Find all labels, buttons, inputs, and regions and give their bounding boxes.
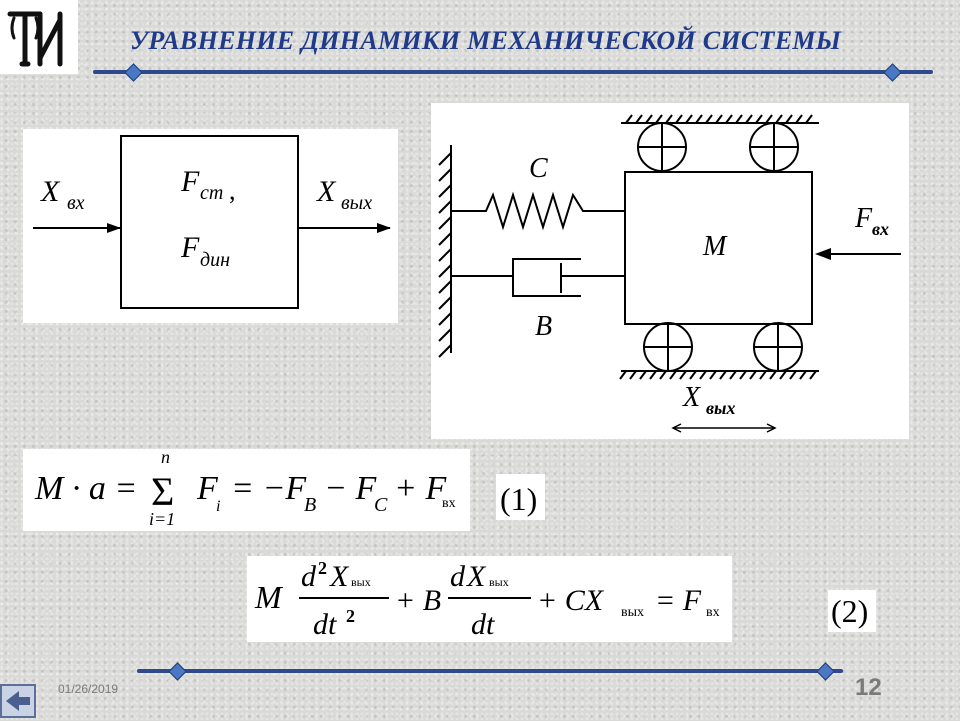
back-arrow-icon bbox=[6, 691, 30, 711]
eq2-d2: d bbox=[301, 560, 317, 593]
eq1-fi-sub: i bbox=[216, 498, 220, 515]
page-number: 12 bbox=[855, 674, 882, 701]
eq1-rhs-sub-3: вх bbox=[442, 496, 456, 511]
system-block bbox=[120, 135, 299, 309]
top-divider bbox=[93, 70, 933, 74]
bottom-divider bbox=[137, 669, 843, 673]
eq2-plus-cx: + CX bbox=[537, 584, 605, 617]
eq1-fi: F bbox=[196, 470, 219, 507]
damper-label: B bbox=[535, 311, 552, 342]
eq2-x-2: X bbox=[466, 560, 487, 593]
eq1-sum-upper: n bbox=[161, 449, 170, 467]
mechanical-system-diagram: C B M bbox=[431, 103, 909, 439]
eq2-x-sub-1: вых bbox=[351, 575, 371, 589]
eq2-x-1: X bbox=[329, 560, 350, 593]
slide-date: 01/26/2019 bbox=[58, 682, 119, 696]
slide-title: УРАВНЕНИЕ ДИНАМИКИ МЕХАНИЧЕСКОЙ СИСТЕМЫ bbox=[130, 26, 842, 55]
top-rail bbox=[621, 114, 819, 124]
input-label: X bbox=[40, 175, 61, 208]
output-arrowhead bbox=[377, 223, 391, 233]
mass-block bbox=[624, 171, 813, 325]
bottom-rail bbox=[619, 370, 819, 380]
eq2-m: M bbox=[254, 579, 284, 615]
eq1-sum-symbol: Σ bbox=[151, 469, 174, 514]
spring-label: C bbox=[529, 153, 548, 184]
mass-label: M bbox=[702, 231, 728, 262]
force-arrowhead bbox=[815, 248, 831, 260]
output-label: X bbox=[316, 175, 337, 208]
force-label-sub: вх bbox=[872, 219, 889, 239]
eq2-d: d bbox=[450, 560, 466, 593]
equation-2: M d 2 X вых dt 2 + B d X вых dt + CX вых… bbox=[247, 556, 732, 642]
static-force-comma: , bbox=[229, 176, 236, 205]
divider-diamond-left bbox=[124, 63, 143, 82]
output-label-sub: вых bbox=[341, 192, 372, 214]
eq2-dt-2: dt bbox=[471, 608, 495, 641]
wheel-bottom-left bbox=[643, 322, 693, 372]
input-arrowhead bbox=[107, 223, 121, 233]
back-button[interactable] bbox=[0, 684, 36, 718]
eq2-dt-1: dt bbox=[313, 608, 337, 641]
eq2-plus-b: + B bbox=[395, 584, 441, 617]
displacement-label-sub: вых bbox=[706, 398, 736, 418]
eq1-rhs-2: − F bbox=[324, 470, 377, 507]
eq2-x-sub-3: вых bbox=[621, 605, 644, 620]
logo bbox=[0, 0, 78, 74]
equation-1: M · a = Σ n i=1 F i = −F B − F C + F вх bbox=[23, 447, 470, 531]
wheel-top-right bbox=[749, 122, 799, 172]
eq2-f-sub: вх bbox=[706, 605, 720, 620]
eq1-rhs-3: + F bbox=[394, 470, 447, 507]
force-label: F bbox=[854, 203, 873, 234]
eq2-eq-f: = F bbox=[655, 584, 702, 617]
eq2-sq-1: 2 bbox=[318, 558, 327, 578]
bottom-diamond-right bbox=[816, 662, 835, 681]
eq2-x-sub-2: вых bbox=[489, 575, 509, 589]
ti-monogram-icon bbox=[7, 11, 63, 67]
wheel-bottom-right bbox=[753, 322, 803, 372]
eq1-rhs-1: = −F bbox=[231, 470, 307, 507]
bottom-diamond-left bbox=[168, 662, 187, 681]
dynamic-force-sub: дин bbox=[200, 249, 230, 271]
eq1-rhs-sub-2: C bbox=[374, 494, 388, 516]
eq1-sum-lower: i=1 bbox=[149, 509, 175, 529]
eq2-number: (2) bbox=[831, 593, 868, 629]
damper bbox=[451, 258, 625, 297]
static-force-label: F bbox=[180, 165, 200, 198]
spring bbox=[451, 191, 625, 231]
eq1-number: (1) bbox=[500, 481, 537, 517]
input-label-sub: вх bbox=[67, 192, 85, 214]
divider-diamond-right bbox=[883, 63, 902, 82]
equation-1-number: (1) bbox=[496, 474, 545, 520]
eq2-sq-2: 2 bbox=[346, 606, 355, 626]
wheel-top-left bbox=[637, 122, 687, 172]
eq1-lhs: M · a = bbox=[34, 470, 137, 507]
static-force-sub: ст bbox=[200, 182, 223, 204]
equation-2-number: (2) bbox=[828, 590, 876, 632]
dynamic-force-label: F bbox=[180, 231, 200, 264]
displacement-label: X bbox=[682, 382, 701, 413]
block-diagram: X вх X вых F ст , F дин bbox=[23, 129, 398, 323]
wall bbox=[438, 145, 452, 358]
eq1-rhs-sub-1: B bbox=[304, 494, 316, 516]
